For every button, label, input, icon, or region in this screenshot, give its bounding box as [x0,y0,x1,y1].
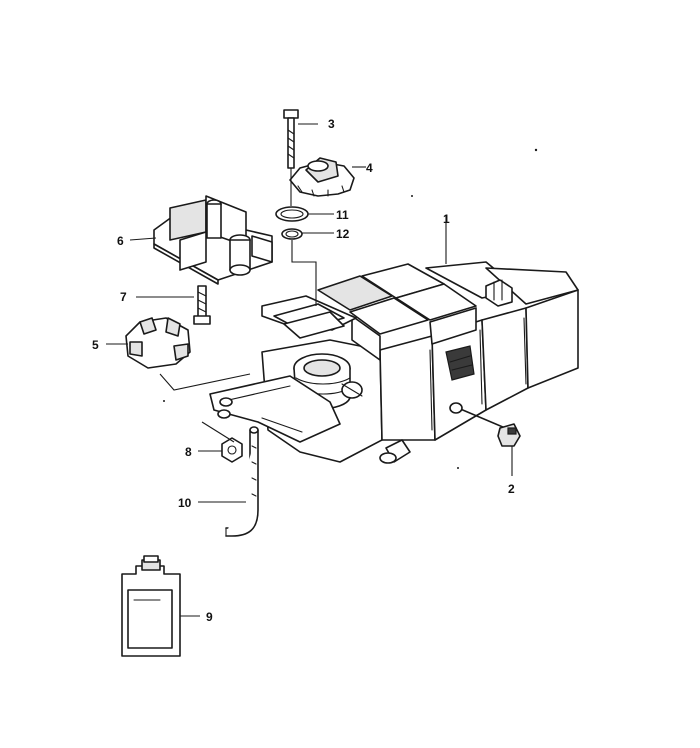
callout-labels: 1 2 3 4 5 6 7 8 9 10 11 12 [92,117,515,624]
callout-5: 5 [92,338,99,352]
callout-leaders [106,123,513,617]
callout-7: 7 [120,290,127,304]
seal-ring-12 [281,228,303,240]
callout-3: 3 [328,117,335,131]
assembly-lines [159,168,317,443]
filler-housing [209,295,363,443]
callout-10: 10 [178,496,192,510]
bolt-7 [193,285,211,325]
vent-fitting [449,402,521,447]
holder-bracket [153,195,273,285]
coolant-bottle [121,555,181,657]
callout-8: 8 [185,445,192,459]
callout-6: 6 [117,234,124,248]
seal-ring-11 [275,206,309,222]
bolt-3 [283,109,299,169]
vent-hose [225,426,259,537]
callout-4: 4 [366,161,373,175]
callout-1: 1 [443,212,450,226]
callout-2: 2 [508,482,515,496]
scan-specks [163,148,538,469]
cap-flange [289,157,355,197]
callout-11: 11 [336,208,349,222]
filler-cap [125,317,191,369]
nut-8 [221,437,243,463]
callout-9: 9 [206,610,213,624]
callout-12: 12 [336,227,350,241]
